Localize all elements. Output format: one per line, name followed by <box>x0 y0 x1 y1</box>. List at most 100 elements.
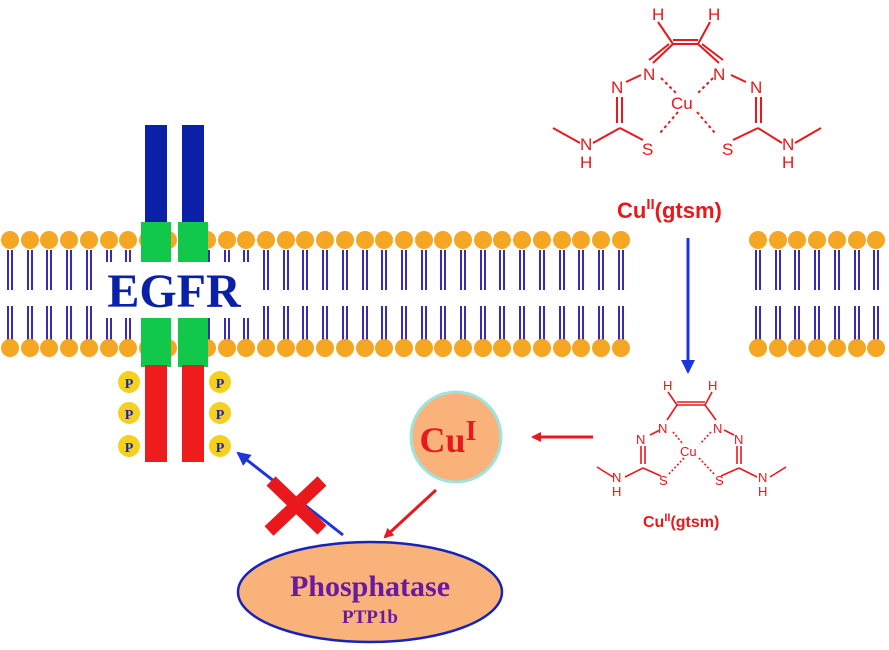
lipid-head-bottom <box>848 339 866 357</box>
lipid-head-bottom <box>218 339 236 357</box>
atom-h: H <box>612 484 621 499</box>
lipid-head-top <box>533 231 551 249</box>
phospho-label: P <box>125 408 134 423</box>
atom-h: H <box>580 153 592 172</box>
lipid-head-top <box>612 231 630 249</box>
cu1-label-sup: I <box>466 416 477 447</box>
lipid-head-top <box>788 231 806 249</box>
atom-cu: Cu <box>680 444 697 459</box>
atom-h: H <box>708 378 717 393</box>
lipid-head-bottom <box>257 339 275 357</box>
lipid-head-top <box>808 231 826 249</box>
cu-gtsm-label-bottom-main: Cu <box>643 514 664 531</box>
lipid-head-bottom <box>1 339 19 357</box>
atom-n: N <box>750 78 762 97</box>
lipid-head-bottom <box>296 339 314 357</box>
phospho-label: P <box>125 377 134 392</box>
phospho-label: P <box>216 441 225 456</box>
atom-n: N <box>782 135 794 154</box>
lipid-head-bottom <box>434 339 452 357</box>
lipid-head-top <box>100 231 118 249</box>
cu-gtsm-atoms-bottom: H H N N N N Cu S S N H N H <box>612 378 767 499</box>
atom-n: N <box>636 432 645 447</box>
lipid-bilayer <box>1 231 885 357</box>
lipid-head-top <box>553 231 571 249</box>
atom-n: N <box>713 65 725 84</box>
lipid-head-top <box>375 231 393 249</box>
cu-gtsm-atoms-top: H H N N N N Cu S S N H N H <box>580 5 794 172</box>
atom-h: H <box>758 484 767 499</box>
phospho-group: P <box>209 435 231 457</box>
phosphatase-name: Phosphatase <box>290 570 450 603</box>
lipid-head-top <box>257 231 275 249</box>
lipid-heads-bottom <box>1 339 885 357</box>
lipid-head-bottom <box>356 339 374 357</box>
lipid-head-top <box>336 231 354 249</box>
cu-gtsm-label-top: CuII(gtsm) <box>617 196 722 223</box>
cu-gtsm-label-top-main: Cu <box>617 198 646 223</box>
lipid-head-top <box>474 231 492 249</box>
lipid-head-top <box>848 231 866 249</box>
lipid-head-bottom <box>119 339 137 357</box>
lipid-head-top <box>592 231 610 249</box>
atom-h: H <box>663 378 672 393</box>
lipid-head-bottom <box>60 339 78 357</box>
atom-s: S <box>715 473 724 488</box>
lipid-head-top <box>493 231 511 249</box>
lipid-head-top <box>316 231 334 249</box>
atom-n: N <box>734 432 743 447</box>
cu-gtsm-label-bottom-sup: II <box>664 512 670 524</box>
inhibition-arrow <box>383 488 438 539</box>
lipid-head-bottom <box>592 339 610 357</box>
lipid-head-top <box>60 231 78 249</box>
lipid-head-top <box>867 231 885 249</box>
lipid-head-top <box>80 231 98 249</box>
lipid-head-bottom <box>513 339 531 357</box>
lipid-head-bottom <box>21 339 39 357</box>
phospho-circle <box>118 371 140 393</box>
atom-n: N <box>758 470 767 485</box>
lipid-tails <box>7 250 879 344</box>
phospho-label: P <box>216 408 225 423</box>
receptor-extracellular-right <box>182 125 204 225</box>
receptor-label-backdrop <box>99 262 249 318</box>
lipid-head-bottom <box>808 339 826 357</box>
lipid-head-bottom <box>493 339 511 357</box>
lipid-head-bottom <box>788 339 806 357</box>
atom-s: S <box>722 140 733 159</box>
cu-gtsm-label-bottom: CuII(gtsm) <box>643 512 719 531</box>
phospho-label: P <box>216 377 225 392</box>
phospho-groups: P P P P P P <box>118 371 231 457</box>
egfr-receptor: EGFR <box>99 125 249 462</box>
phospho-label: P <box>125 441 134 456</box>
lipid-head-bottom <box>40 339 58 357</box>
lipid-head-top <box>237 231 255 249</box>
lipid-head-top <box>40 231 58 249</box>
phospho-circle <box>209 402 231 424</box>
blocked-x-icon <box>264 476 327 536</box>
lipid-head-bottom <box>533 339 551 357</box>
lipid-heads-top <box>1 231 885 249</box>
lipid-head-top <box>119 231 137 249</box>
phospho-circle <box>209 371 231 393</box>
cu1-node: CuI <box>409 390 503 484</box>
lipid-head-bottom <box>316 339 334 357</box>
phospho-group: P <box>118 435 140 457</box>
phospho-group: P <box>118 402 140 424</box>
lipid-head-top <box>277 231 295 249</box>
receptor-intracellular-right <box>182 365 204 462</box>
lipid-head-top <box>828 231 846 249</box>
phospho-circle <box>118 435 140 457</box>
lipid-head-top <box>21 231 39 249</box>
lipid-head-bottom <box>237 339 255 357</box>
lipid-head-bottom <box>612 339 630 357</box>
lipid-head-bottom <box>553 339 571 357</box>
atom-n: N <box>612 470 621 485</box>
cu1-label: CuI <box>420 416 477 460</box>
atom-n: N <box>611 78 623 97</box>
cu1-label-main: Cu <box>420 420 466 460</box>
lipid-head-bottom <box>375 339 393 357</box>
lipid-head-bottom <box>80 339 98 357</box>
lipid-head-top <box>415 231 433 249</box>
